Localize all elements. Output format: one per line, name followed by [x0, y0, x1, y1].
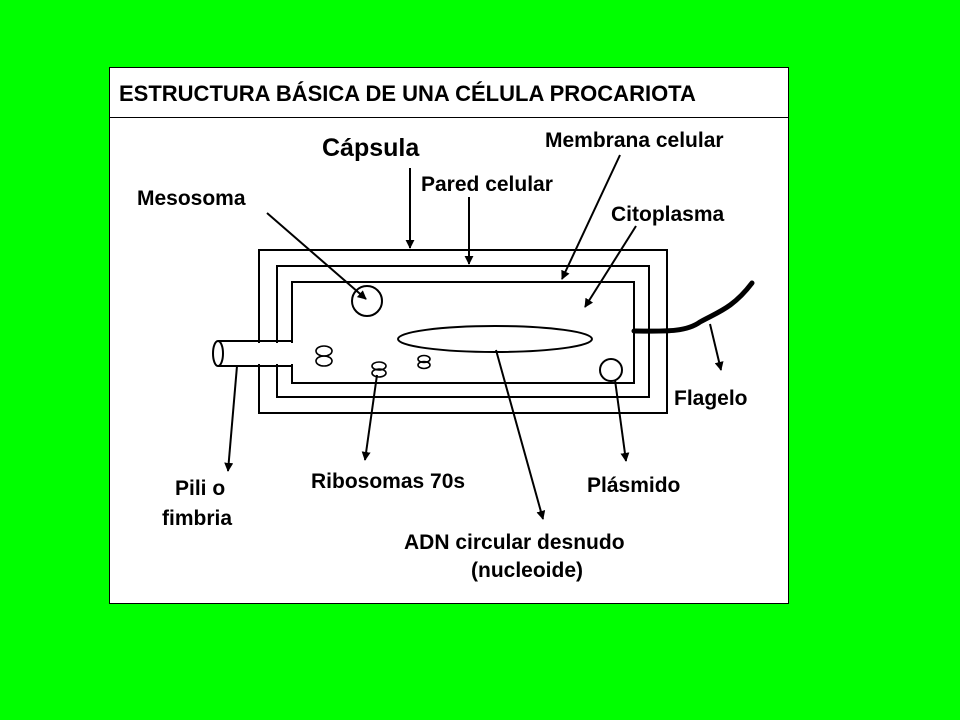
- pili-gap-mask: [258, 343, 294, 364]
- diagram-title: ESTRUCTURA BÁSICA DE UNA CÉLULA PROCARIO…: [119, 81, 696, 106]
- label-citoplasma: Citoplasma: [611, 203, 725, 226]
- ribosomas-arrow: [361, 374, 378, 461]
- pili-tip: [212, 340, 224, 367]
- pili-tube: [218, 340, 292, 367]
- plasmido-arrow: [614, 379, 630, 462]
- ribosome: [315, 345, 333, 357]
- label-membrana: Membrana celular: [545, 129, 724, 152]
- flagelo-arrow: [709, 323, 724, 371]
- label-plasmido: Plásmido: [587, 474, 680, 497]
- cell-wall-outline: [276, 265, 650, 398]
- ribosome: [315, 355, 333, 367]
- title-bar: ESTRUCTURA BÁSICA DE UNA CÉLULA PROCARIO…: [110, 68, 788, 118]
- label-pared: Pared celular: [421, 173, 553, 196]
- ribosome: [371, 368, 387, 378]
- nucleoid: [397, 325, 593, 353]
- label-capsula: Cápsula: [322, 134, 420, 162]
- ribosome: [371, 361, 387, 371]
- label-pili-line2: fimbria: [162, 507, 232, 530]
- label-pili-line1: Pili o: [175, 477, 225, 500]
- mesosoma-arrow: [266, 212, 367, 300]
- label-flagelo: Flagelo: [674, 387, 748, 410]
- adn-arrow: [495, 349, 546, 520]
- ribosome: [417, 360, 431, 370]
- label-adn-line1: ADN circular desnudo: [404, 531, 625, 554]
- diagram-panel: ESTRUCTURA BÁSICA DE UNA CÉLULA PROCARIO…: [109, 67, 789, 604]
- flagellum: [631, 280, 755, 334]
- ribosome: [417, 354, 431, 364]
- mesosoma: [351, 285, 383, 317]
- plasmid: [599, 358, 623, 382]
- label-adn-line2: (nucleoide): [471, 559, 583, 582]
- membrana-arrow: [561, 154, 621, 280]
- pili-arrow: [224, 365, 238, 472]
- label-ribosomas: Ribosomas 70s: [311, 470, 465, 493]
- label-mesosoma: Mesosoma: [137, 187, 246, 210]
- citoplasma-arrow: [584, 225, 637, 308]
